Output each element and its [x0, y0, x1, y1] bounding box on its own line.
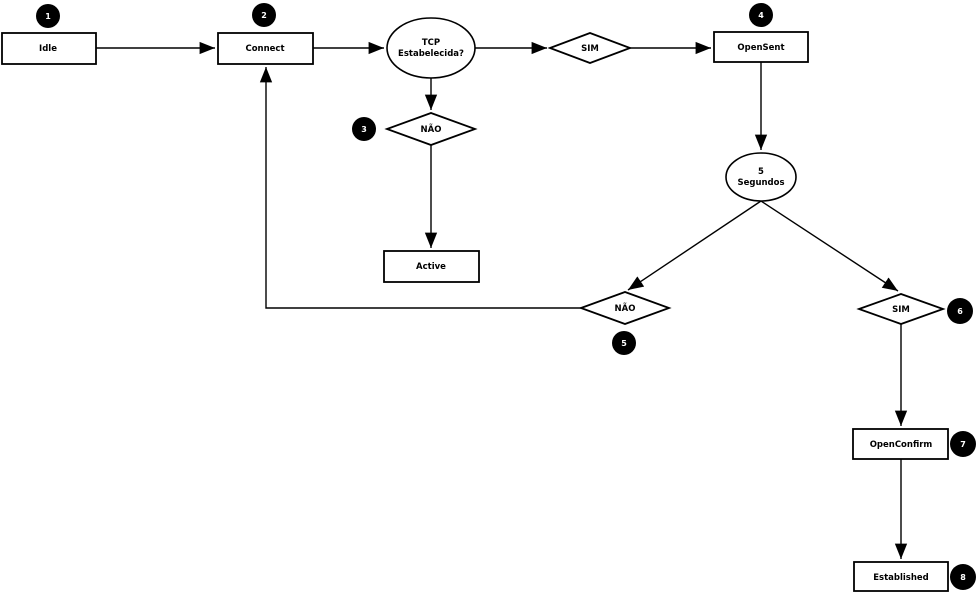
node-openconfirm: OpenConfirm — [852, 428, 949, 460]
opensent-box — [713, 31, 809, 63]
node-sim-right: SIM — [856, 293, 946, 325]
established-label: Established — [873, 573, 929, 583]
sim-right-label: SIM — [892, 305, 910, 315]
badge-8-number: 8 — [960, 573, 966, 582]
timer-label-line2: Segundos — [737, 178, 784, 188]
nao-left-label: NÃO — [615, 303, 636, 314]
badge-5-circle — [612, 331, 636, 355]
opensent-label: OpenSent — [737, 43, 784, 53]
badge-4-number: 4 — [758, 11, 764, 20]
badge-6-number: 6 — [957, 307, 963, 316]
active-label: Active — [416, 262, 446, 272]
nao-mid-diamond — [384, 112, 478, 146]
sim-top-diamond — [547, 32, 633, 64]
node-established: Established — [853, 561, 949, 592]
badge-step-5: 5 — [612, 331, 636, 355]
node-timer: 5 Segundos — [725, 152, 797, 202]
tcp-check-label-line2: Estabelecida? — [398, 49, 464, 59]
badge-3-number: 3 — [361, 125, 367, 134]
badge-step-8: 8 — [950, 564, 976, 590]
edge-layer — [96, 41, 908, 559]
badge-step-4: 4 — [749, 3, 773, 27]
nao-left-diamond — [578, 291, 672, 325]
node-nao-left: NÃO — [578, 291, 672, 325]
node-nao-mid: NÃO — [384, 112, 478, 146]
badge-step-7: 7 — [950, 431, 976, 457]
active-box — [383, 250, 480, 283]
node-active: Active — [383, 250, 480, 283]
badge-5-number: 5 — [621, 339, 627, 348]
node-opensent: OpenSent — [713, 31, 809, 63]
badge-6-circle — [947, 298, 973, 324]
tcp-check-label-line1: TCP — [422, 38, 440, 48]
edge-nao-left-to-connect — [259, 67, 581, 309]
node-idle: Idle — [1, 32, 97, 65]
edge-timer-to-nao-left — [627, 200, 762, 291]
sim-top-label: SIM — [581, 44, 599, 54]
badge-step-6: 6 — [947, 298, 973, 324]
nao-mid-label: NÃO — [421, 124, 442, 135]
badge-7-circle — [950, 431, 976, 457]
badge-7-number: 7 — [960, 440, 966, 449]
badge-4-circle — [749, 3, 773, 27]
badge-2-number: 2 — [261, 11, 267, 20]
idle-box — [1, 32, 97, 65]
connect-box — [217, 32, 314, 65]
node-tcp-check: TCP Estabelecida? — [386, 17, 476, 79]
openconfirm-label: OpenConfirm — [870, 440, 933, 450]
badge-3-circle — [352, 117, 376, 141]
edge-timer-to-sim-right — [760, 200, 899, 292]
badge-1-number: 1 — [45, 12, 51, 21]
established-box — [853, 561, 949, 592]
timer-ellipse — [725, 152, 797, 202]
badge-8-circle — [950, 564, 976, 590]
badge-1-circle — [36, 4, 60, 28]
sim-right-diamond — [856, 293, 946, 325]
badge-step-1: 1 — [36, 4, 60, 28]
tcp-check-ellipse — [386, 17, 476, 79]
badge-step-2: 2 — [252, 3, 276, 27]
node-connect: Connect — [217, 32, 314, 65]
node-sim-top: SIM — [547, 32, 633, 64]
openconfirm-box — [852, 428, 949, 460]
connect-label: Connect — [245, 44, 284, 54]
badge-2-circle — [252, 3, 276, 27]
timer-label-line1: 5 — [758, 167, 764, 177]
badge-step-3: 3 — [352, 117, 376, 141]
idle-label: Idle — [39, 44, 57, 54]
